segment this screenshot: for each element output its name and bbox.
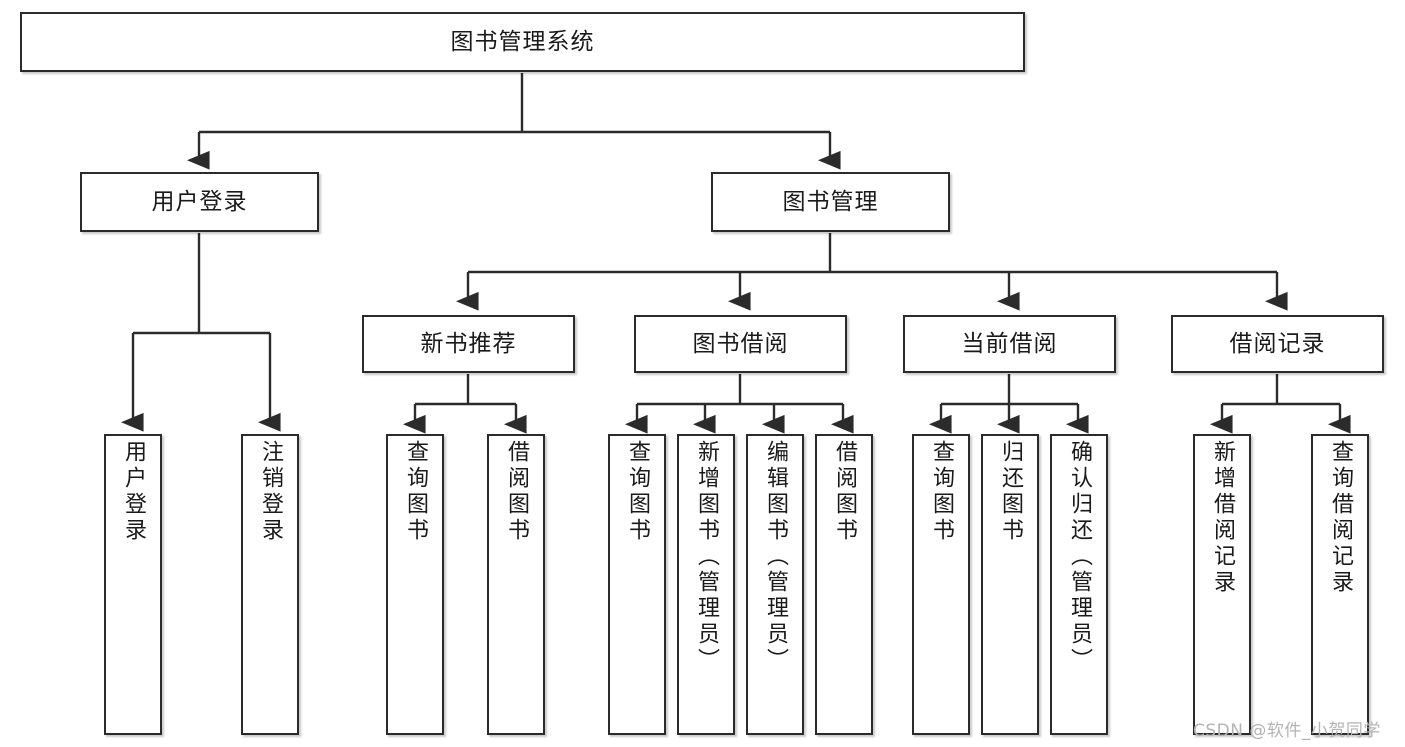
node-book-borrow-label: 图书借阅 [692, 330, 789, 357]
node-user-login[interactable]: 用户登录 [80, 172, 319, 232]
node-book-borrow[interactable]: 图书借阅 [634, 315, 847, 373]
node-leaf-query-book-2-label: 查询图书 [625, 440, 650, 544]
node-leaf-add-book-label: 新增图书（管理员） [694, 440, 719, 674]
node-leaf-add-record[interactable]: 新增借阅记录 [1193, 434, 1251, 735]
node-leaf-return-book-label: 归还图书 [998, 440, 1023, 544]
node-borrow-record-label: 借阅记录 [1229, 330, 1326, 357]
node-new-book-rec-label: 新书推荐 [420, 330, 517, 357]
node-book-manage[interactable]: 图书管理 [711, 172, 950, 232]
node-borrow-record[interactable]: 借阅记录 [1171, 315, 1384, 373]
node-leaf-logout-login[interactable]: 注销登录 [241, 434, 299, 735]
node-leaf-borrow-book-1-label: 借阅图书 [504, 440, 529, 544]
node-leaf-return-book[interactable]: 归还图书 [981, 434, 1039, 735]
node-leaf-add-book[interactable]: 新增图书（管理员） [677, 434, 735, 735]
node-current-borrow-label: 当前借阅 [961, 330, 1058, 357]
node-leaf-add-record-label: 新增借阅记录 [1210, 440, 1235, 596]
node-leaf-confirm-return-label: 确认归还（管理员） [1067, 440, 1092, 674]
node-leaf-borrow-book-1[interactable]: 借阅图书 [487, 434, 545, 735]
node-leaf-user-login[interactable]: 用户登录 [104, 434, 162, 735]
node-leaf-borrow-book-2-label: 借阅图书 [832, 440, 857, 544]
node-leaf-query-book-2[interactable]: 查询图书 [608, 434, 666, 735]
node-leaf-confirm-return[interactable]: 确认归还（管理员） [1050, 434, 1108, 735]
node-current-borrow[interactable]: 当前借阅 [903, 315, 1116, 373]
node-leaf-logout-login-label: 注销登录 [258, 440, 283, 544]
node-book-manage-label: 图书管理 [782, 188, 879, 215]
node-user-login-label: 用户登录 [151, 188, 248, 215]
node-leaf-borrow-book-2[interactable]: 借阅图书 [815, 434, 873, 735]
csdn-watermark: CSDN @软件_小贺同学 [1193, 721, 1381, 741]
node-leaf-query-record-label: 查询借阅记录 [1328, 440, 1353, 596]
node-root[interactable]: 图书管理系统 [20, 12, 1025, 72]
node-leaf-edit-book-label: 编辑图书（管理员） [763, 440, 788, 674]
node-leaf-edit-book[interactable]: 编辑图书（管理员） [746, 434, 804, 735]
node-new-book-rec[interactable]: 新书推荐 [362, 315, 575, 373]
node-leaf-query-book-1-label: 查询图书 [403, 440, 428, 544]
node-leaf-user-login-label: 用户登录 [121, 440, 146, 544]
node-leaf-query-book-3[interactable]: 查询图书 [912, 434, 970, 735]
node-leaf-query-book-1[interactable]: 查询图书 [386, 434, 444, 735]
node-leaf-query-record[interactable]: 查询借阅记录 [1311, 434, 1369, 735]
node-root-label: 图书管理系统 [450, 28, 595, 55]
node-leaf-query-book-3-label: 查询图书 [929, 440, 954, 544]
